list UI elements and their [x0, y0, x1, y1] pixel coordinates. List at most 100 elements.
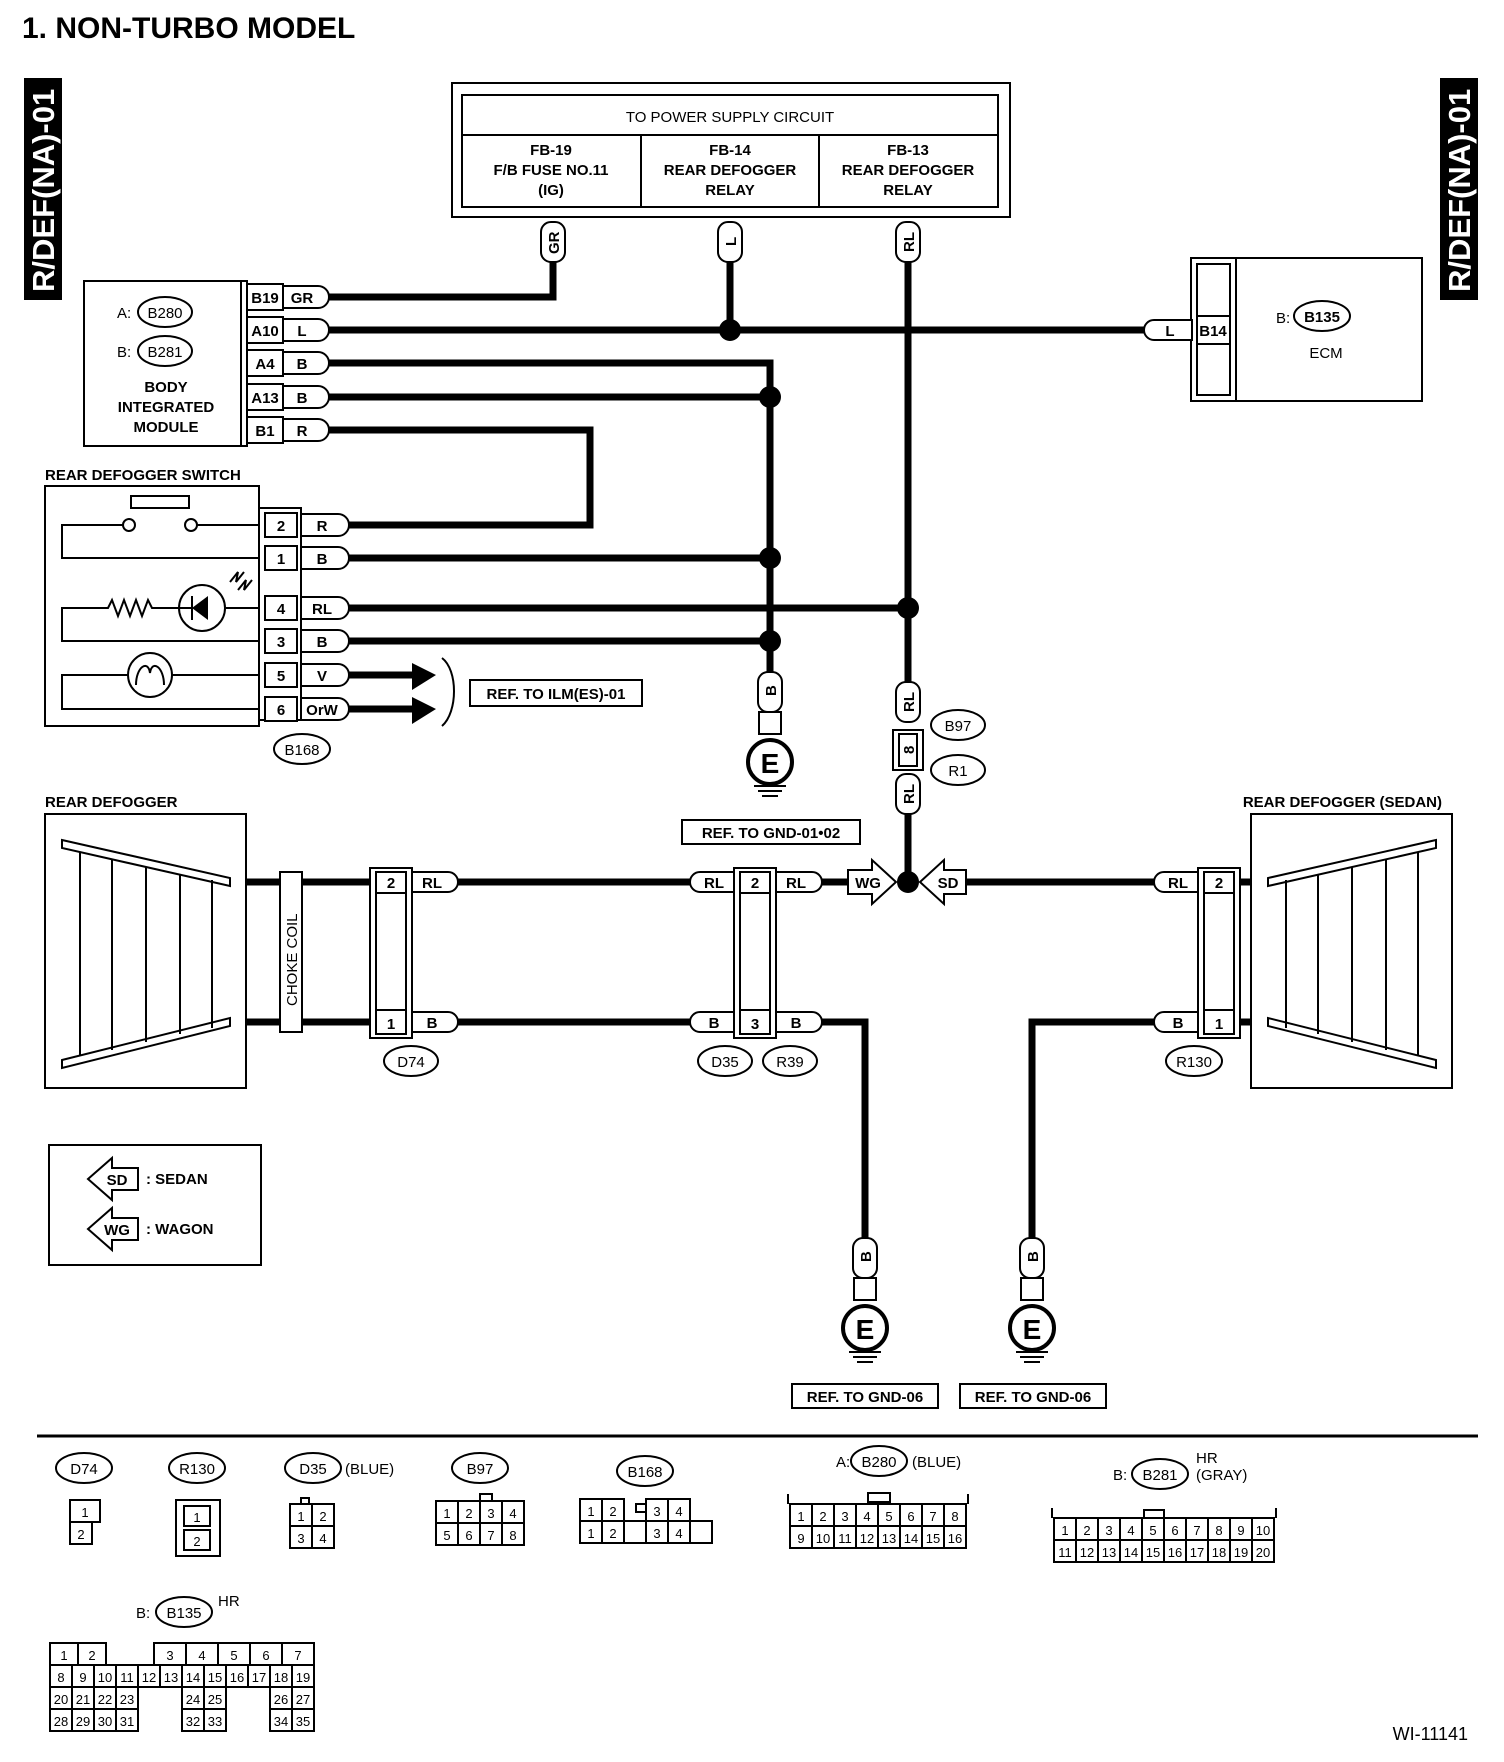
b280-view-pin: 10 [816, 1531, 830, 1546]
b168-view-cell [689, 1520, 713, 1544]
b280-view-pin: 14 [904, 1531, 918, 1546]
b280-view-pin: 6 [907, 1509, 914, 1524]
b135-view-pin: 1 [60, 1648, 67, 1663]
d35-label: D35 [711, 1054, 739, 1071]
b135-view-pin: 31 [120, 1714, 134, 1729]
b281-hr: HR [1196, 1450, 1218, 1467]
choke-coil: CHOKE COIL [284, 913, 301, 1006]
b168-view-pin: 2 [609, 1504, 616, 1519]
junction-wg: WG [855, 875, 881, 892]
b135-view-pin: 14 [186, 1670, 200, 1685]
ground-3: B E REF. TO GND-06 [959, 1237, 1107, 1409]
svg-text:: WAGON: : WAGON [146, 1221, 214, 1238]
bim-pin-1: A10 [251, 323, 279, 340]
relay1-name: REAR DEFOGGER [664, 162, 797, 179]
b135-view-pin: 26 [274, 1692, 288, 1707]
b281-view-pin: 7 [1193, 1523, 1200, 1538]
side-label-left: R/DEF(NA)-01 [24, 78, 62, 300]
b281-view-label: B281 [1142, 1467, 1177, 1484]
fuse-ig: (IG) [538, 182, 564, 199]
b281-view-pin: 14 [1124, 1545, 1138, 1560]
b135-view-pin: 9 [79, 1670, 86, 1685]
d35-view-pin: 4 [319, 1531, 326, 1546]
b97-view-pin: 6 [465, 1528, 472, 1543]
b135-view-pin: 33 [208, 1714, 222, 1729]
b281-view-pin: 5 [1149, 1523, 1156, 1538]
ecm-conn-id: B135 [1304, 309, 1340, 326]
b135-view-pin: 10 [98, 1670, 112, 1685]
ground-1-symbol: E [761, 748, 780, 779]
svg-text:B: B [791, 1015, 802, 1032]
wire-label-gr: GR [540, 221, 566, 263]
b281-view-pin: 10 [1256, 1523, 1270, 1538]
b135-view-pin: 12 [142, 1670, 156, 1685]
b97-r1-connector: RL 8 RL B97 R1 [892, 681, 986, 815]
b135-view-pin: 8 [57, 1670, 64, 1685]
b280-view-pin: 16 [948, 1531, 962, 1546]
bim-wire-4: R [297, 423, 308, 440]
b168-view-pin: 2 [609, 1526, 616, 1541]
switch-wire-1: B [317, 551, 328, 568]
ground-1-ref: REF. TO GND-01•02 [702, 825, 840, 842]
b280-color: (BLUE) [912, 1454, 961, 1471]
b280-view-pin: 2 [819, 1509, 826, 1524]
d74-connector: 2 1 RL B D74 [369, 867, 459, 1077]
svg-text:: SEDAN: : SEDAN [146, 1171, 208, 1188]
d35-view-cell [311, 1525, 335, 1549]
switch-pin-5: 6 [277, 702, 285, 719]
b168-view-pin: 1 [587, 1526, 594, 1541]
wire-label-rl: RL [895, 221, 921, 263]
svg-text:RL: RL [901, 232, 918, 252]
b135-view-pin: 19 [296, 1670, 310, 1685]
d74-view-pin: 1 [81, 1505, 88, 1520]
b281-view-pin: 19 [1234, 1545, 1248, 1560]
b281-view-pin: 13 [1102, 1545, 1116, 1560]
svg-text:BODY: BODY [144, 379, 187, 396]
b281-view-pin: 20 [1256, 1545, 1270, 1560]
b135-view-pin: 21 [76, 1692, 90, 1707]
page-title: 1. NON-TURBO MODEL [22, 12, 355, 45]
b280-view-pin: 7 [929, 1509, 936, 1524]
bim-wire-1: L [297, 323, 306, 340]
junction-dots [719, 319, 919, 893]
bim-pin-4: B1 [255, 423, 274, 440]
b281-view-pin: 6 [1171, 1523, 1178, 1538]
svg-text:B: B [427, 1015, 438, 1032]
b97-view-pin: 1 [443, 1506, 450, 1521]
b281-view-pin: 9 [1237, 1523, 1244, 1538]
b281-view-pin: 18 [1212, 1545, 1226, 1560]
d35-view-pin: 3 [297, 1531, 304, 1546]
relay1-type: RELAY [705, 182, 754, 199]
ecm-pin: B14 [1199, 323, 1227, 340]
svg-text:B: B [1025, 1251, 1042, 1262]
b135-prefix: B: [136, 1605, 150, 1622]
svg-text:2: 2 [387, 875, 395, 892]
b280-view-pin: 8 [951, 1509, 958, 1524]
r130-view-pin: 2 [193, 1534, 200, 1549]
svg-text:A:: A: [117, 305, 131, 322]
d35-view-pin: 2 [319, 1509, 326, 1524]
ground-3-symbol: E [1023, 1314, 1042, 1345]
b135-view-pin: 28 [54, 1714, 68, 1729]
b135-view-pin: 11 [120, 1670, 134, 1685]
ground-3-ref: REF. TO GND-06 [975, 1389, 1091, 1406]
b168-view-pin: 4 [675, 1526, 682, 1541]
b281-view-pin: 3 [1105, 1523, 1112, 1538]
b97-view-pin: 3 [487, 1506, 494, 1521]
svg-text:R/DEF(NA)-01: R/DEF(NA)-01 [26, 89, 61, 292]
svg-text:RL: RL [1168, 875, 1188, 892]
b280-view-pin: 15 [926, 1531, 940, 1546]
switch-wire-0: R [317, 518, 328, 535]
b280-view-pin: 4 [863, 1509, 870, 1524]
bim-conn-a-id: B280 [147, 305, 182, 322]
b135-view-pin: 17 [252, 1670, 266, 1685]
bim-wire-3: B [297, 390, 308, 407]
b135-view-label: B135 [166, 1605, 201, 1622]
b281-view-pin: 12 [1080, 1545, 1094, 1560]
ground-2-ref: REF. TO GND-06 [807, 1389, 923, 1406]
b97-view-pin: 4 [509, 1506, 516, 1521]
b135-view-pin: 27 [296, 1692, 310, 1707]
svg-text:MODULE: MODULE [134, 419, 199, 436]
